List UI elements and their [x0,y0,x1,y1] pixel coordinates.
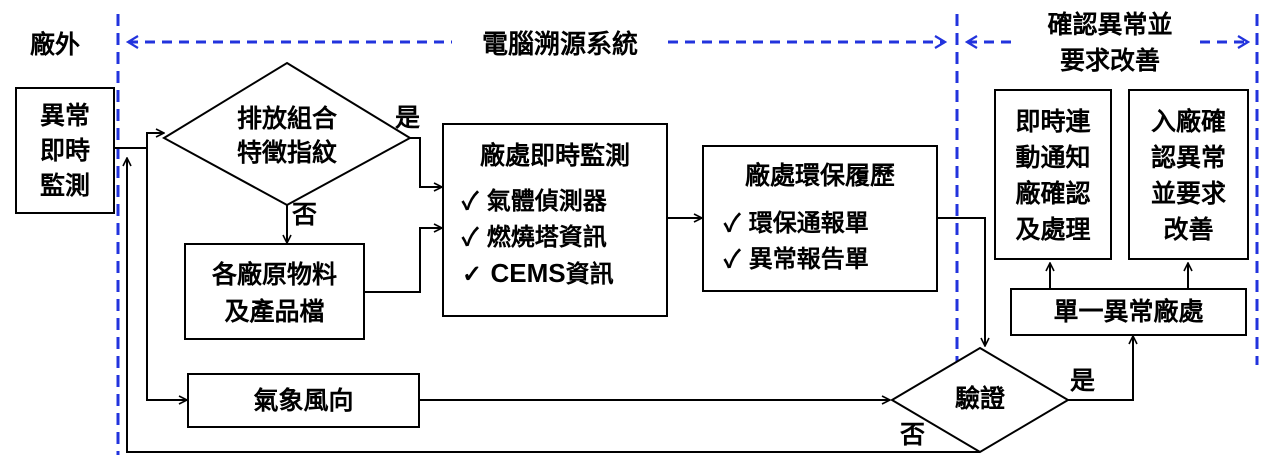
verify-label: 驗證 [954,384,1005,413]
notify-line4: 及處理 [1015,215,1091,244]
region-title-system: 電腦溯源系統 [481,30,638,60]
plant-monitor-box: 廠處即時監測 ✓ 氣體偵測器 ✓ 燃燒塔資訊 ✓ CEMS資訊 [442,123,668,317]
region-title-outside: 廠外 [30,30,81,59]
notify-line1: 即時連 [1015,107,1091,136]
realtime-monitor-line2: 即時 [39,136,90,165]
fingerprint-no-label: 否 [292,200,318,229]
raw-material-line2: 及產品檔 [224,297,325,326]
weather-box: 氣象風向 [187,373,420,428]
notify-plant-box: 即時連 動通知 廠確認 及處理 [994,89,1112,260]
raw-material-box: 各廠原物料 及產品檔 [184,243,365,340]
history-item: ✓ 異常報告單 [724,244,869,273]
inspect-line3: 並要求 [1150,179,1226,208]
environmental-history-box: 廠處環保履歷 ✓ 環保通報單 ✓ 異常報告單 [702,145,938,292]
plant-monitor-items: ✓ 氣體偵測器 ✓ 燃燒塔資訊 ✓ CEMS資訊 [462,183,614,292]
history-items: ✓ 環保通報單 ✓ 異常報告單 [724,205,869,277]
inspect-line4: 改善 [1163,215,1214,244]
plant-monitor-item: ✓ 燃燒塔資訊 [462,222,607,251]
history-title: 廠處環保履歷 [744,161,895,190]
raw-material-line1: 各廠原物料 [211,260,337,289]
plant-monitor-title: 廠處即時監測 [479,141,630,170]
cems-acronym: CEMS [490,258,566,288]
fingerprint-yes-label: 是 [395,103,421,132]
weather-label: 氣象風向 [253,386,354,415]
inspect-line2: 認異常 [1150,143,1226,172]
history-item: ✓ 環保通報單 [724,208,869,237]
region-dividers [116,14,1259,455]
verify-yes-label: 是 [1070,366,1096,395]
fingerprint-line1: 排放組合 [236,104,337,133]
single-plant-label: 單一異常廠處 [1053,297,1204,326]
inspect-line1: 入廠確 [1150,107,1226,136]
fingerprint-diamond [161,61,413,207]
verify-no-label: 否 [900,420,926,449]
plant-monitor-item: ✓ CEMS資訊 [462,258,614,288]
fingerprint-line2: 特徵指紋 [236,138,337,167]
notify-line2: 動通知 [1015,143,1091,172]
single-abnormal-plant-box: 單一異常廠處 [1010,288,1247,336]
notify-line3: 廠確認 [1015,179,1091,208]
realtime-monitor-line1: 異常 [39,101,90,130]
inspect-plant-box: 入廠確 認異常 並要求 改善 [1128,89,1249,260]
region-title-confirm-line1: 確認異常並 [1047,10,1173,39]
region-title-confirm-line2: 要求改善 [1059,46,1160,75]
plant-monitor-item: ✓ 氣體偵測器 [462,186,607,215]
realtime-monitor-box: 異常 即時 監測 [15,87,115,214]
realtime-monitor-line3: 監測 [39,171,90,200]
